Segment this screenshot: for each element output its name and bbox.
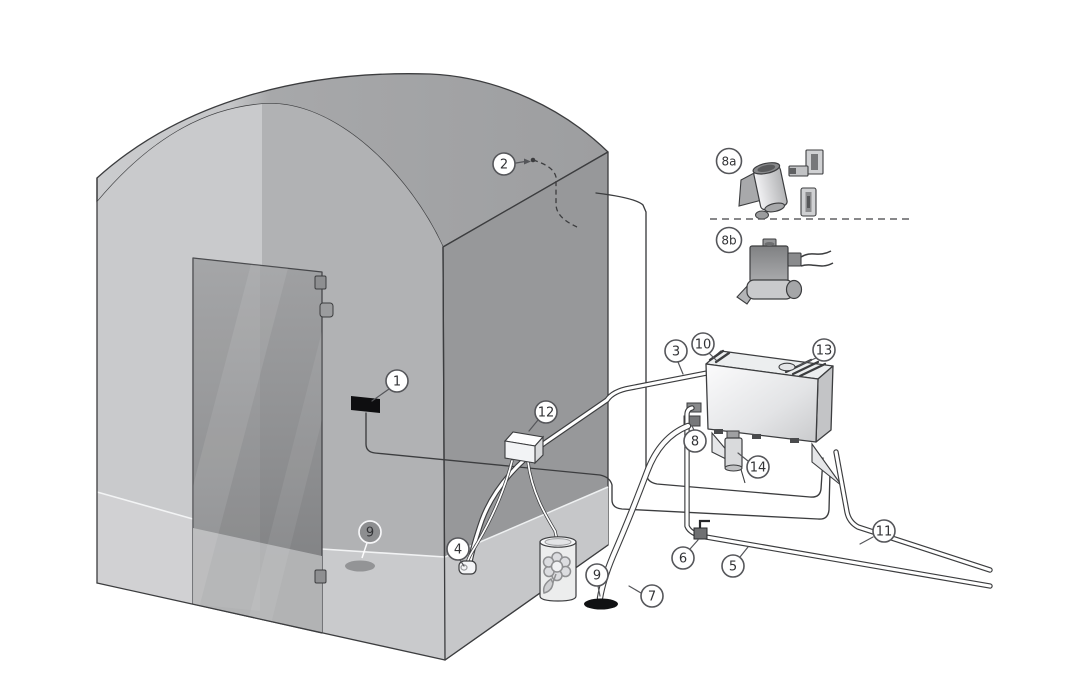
drain-funnel	[724, 430, 743, 472]
elbow-fitting	[788, 149, 824, 177]
generator-feet	[714, 429, 799, 443]
generator-front	[705, 363, 819, 443]
fragrance-container	[539, 536, 577, 602]
steam-generator	[683, 349, 848, 506]
callout-7: 7	[628, 584, 664, 608]
svg-text:12: 12	[538, 406, 555, 421]
callout-8b: 8b	[715, 226, 743, 254]
callout-8a: 8a	[715, 147, 743, 175]
power-cable	[833, 449, 993, 573]
fragrance-injection-tube	[465, 459, 514, 566]
coil-connector	[787, 252, 802, 267]
svg-text:11: 11	[876, 525, 893, 540]
manual-drain-valve-kit	[738, 149, 824, 220]
callout-8: 8	[683, 425, 707, 453]
steam-room	[96, 73, 609, 661]
svg-text:8b: 8b	[721, 234, 736, 248]
svg-text:14: 14	[750, 461, 767, 476]
callout-2: 2	[492, 152, 531, 176]
door-reflections	[193, 258, 322, 633]
callout-4: 4	[446, 537, 470, 567]
callout-12: 12	[528, 400, 558, 432]
filler-cap	[778, 362, 796, 372]
callout-11: 11	[859, 519, 896, 545]
bracket-right	[811, 442, 843, 487]
sensor-cable-hidden	[532, 159, 578, 228]
floor-drain-inside	[345, 560, 375, 572]
door-handle-icon	[319, 302, 334, 318]
door-hinge-top	[314, 275, 327, 290]
svg-text:4: 4	[454, 543, 462, 558]
callout-5: 5	[721, 546, 749, 578]
glass-door	[192, 257, 334, 634]
door-interior-floor	[193, 528, 322, 633]
valve-wires	[800, 250, 834, 267]
room-middle-edge	[442, 246, 446, 661]
svg-text:7: 7	[648, 590, 656, 605]
temperature-sensor-assembly	[530, 157, 824, 498]
callout-10: 10	[691, 332, 718, 362]
automatic-drain-valve	[736, 238, 834, 305]
right-wall-plinth	[445, 487, 608, 660]
interior-floor-right	[322, 549, 445, 660]
svg-text:5: 5	[729, 560, 737, 575]
svg-text:2: 2	[500, 158, 508, 173]
callout-1: 1	[371, 369, 409, 402]
control-panel-cable	[365, 412, 831, 520]
svg-text:3: 3	[672, 345, 680, 360]
floor-drain-outside	[584, 598, 618, 610]
svg-text:10: 10	[695, 338, 712, 353]
svg-text:8: 8	[691, 435, 699, 450]
svg-text:8a: 8a	[722, 155, 737, 169]
callout-14: 14	[737, 452, 770, 479]
interior-floor-left	[97, 492, 193, 604]
callout-9-inside: 9	[358, 520, 382, 559]
callout-6: 6	[671, 539, 699, 570]
flower-icon	[542, 551, 572, 594]
svg-text:1: 1	[393, 375, 401, 390]
callout-13: 13	[797, 338, 836, 367]
fragrance-pump-box	[503, 431, 545, 465]
fragrance-suction-tube	[526, 460, 559, 542]
svg-text:9: 9	[593, 569, 601, 584]
door-hinge-bottom	[314, 569, 327, 584]
steam-pipe	[467, 369, 715, 565]
callouts: 1 2 3 4 5 6	[358, 147, 896, 608]
valve-foot	[755, 210, 769, 220]
svg-text:6: 6	[679, 552, 687, 567]
callout-3: 3	[664, 339, 688, 375]
sensor-cable	[595, 192, 824, 498]
svg-text:9: 9	[366, 526, 374, 541]
shut-off-valve	[693, 519, 710, 540]
straight-fitting	[800, 187, 817, 217]
callout-9-outside: 9	[585, 563, 609, 597]
svg-text:13: 13	[816, 344, 833, 359]
